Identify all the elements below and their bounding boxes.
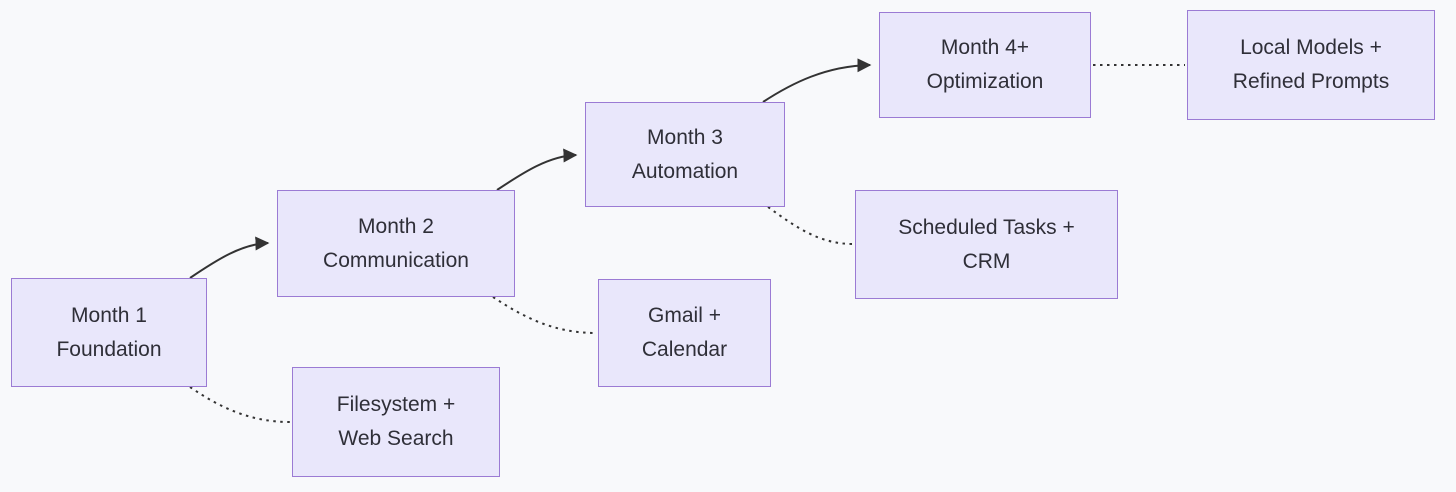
edge-month3-scheduled — [767, 206, 854, 245]
node-month4-optimization: Month 4+ Optimization — [879, 12, 1091, 118]
node-label-line1: Local Models + — [1240, 36, 1382, 59]
edge-month3-month4 — [762, 58, 872, 103]
node-label-line2: Automation — [631, 159, 739, 183]
node-label-line1: Month 1 — [71, 303, 147, 327]
node-label-line1: Month 2 — [358, 214, 434, 238]
edge-month1-filesystem — [189, 386, 291, 423]
node-gmail-calendar: Gmail + Calendar — [598, 279, 771, 387]
node-month2-communication: Month 2 Communication — [277, 190, 515, 297]
node-month1-foundation: Month 1 Foundation — [11, 278, 207, 387]
edge-month2-gmail — [492, 296, 597, 334]
node-label-line2: Optimization — [926, 70, 1044, 93]
node-month3-automation: Month 3 Automation — [585, 102, 785, 207]
edge-month1-month2 — [189, 236, 270, 279]
node-label-line2: Foundation — [56, 337, 162, 361]
node-label-line1: Month 4+ — [940, 36, 1030, 59]
node-scheduled-tasks-crm: Scheduled Tasks + CRM — [855, 190, 1118, 299]
node-label-line1: Filesystem + — [336, 393, 456, 416]
node-label-line1: Scheduled Tasks + — [898, 215, 1075, 239]
node-label-line2: Calendar — [641, 338, 728, 361]
node-local-models-refined-prompts: Local Models + Refined Prompts — [1187, 10, 1435, 120]
node-label-line2: Communication — [323, 248, 469, 272]
node-label-line2: CRM — [962, 249, 1011, 273]
edge-month2-month3 — [496, 148, 578, 191]
node-label-line2: Refined Prompts — [1232, 70, 1390, 93]
node-label-line1: Gmail + — [648, 304, 721, 327]
node-filesystem-web-search: Filesystem + Web Search — [292, 367, 500, 477]
node-label-line2: Web Search — [338, 427, 454, 450]
node-label-line1: Month 3 — [647, 125, 723, 149]
